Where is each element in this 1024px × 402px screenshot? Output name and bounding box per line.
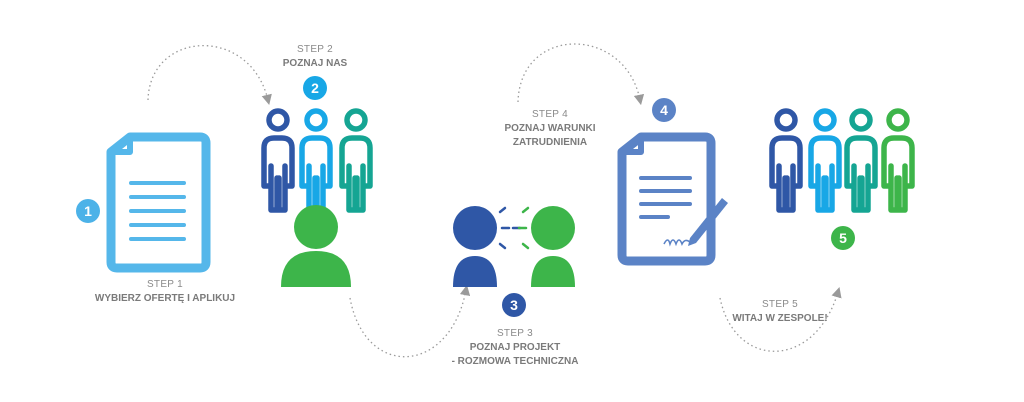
connector-arrows [147,43,842,358]
step-1-label: STEP 1 WYBIERZ OFERTĘ I APLIKUJ [60,278,270,306]
signed-contract-icon [617,132,728,266]
step-5-number-text: STEP 5 [761,299,799,310]
document-icon [106,132,211,273]
team-member-person-icon [261,108,295,213]
signature-scribble [663,239,691,247]
candidate-person-icon [281,205,351,287]
team-member-person-icon [844,108,878,213]
arrow-step3-to-step4 [517,43,645,106]
step-4-title: POZNAJ WARUNKI ZATRUDNIENIA [504,123,596,148]
team-with-candidate-icon [261,108,373,287]
badge-step-4: 4 [652,98,676,122]
badge-number-2: 2 [311,80,319,96]
step-2-label: STEP 2 POZNAJ NAS [255,43,375,71]
step-5-label: STEP 5 WITAJ W ZESPOLE! [705,298,855,326]
step-2-title: POZNAJ NAS [282,58,348,69]
arrow-step1-to-step2 [147,44,272,106]
step-3-title: POZNAJ PROJEKT - ROZMOWA TECHNICZNA [451,342,579,367]
badge-step-2: 2 [303,76,327,100]
step-3-number-text: STEP 3 [496,328,534,339]
team-member-person-icon [339,108,373,213]
step-3-label: STEP 3 POZNAJ PROJEKT - ROZMOWA TECHNICZ… [440,327,590,369]
step-5-title: WITAJ W ZESPOLE! [732,313,828,324]
team-member-person-icon [808,108,842,213]
badge-number-3: 3 [510,297,518,313]
step-4-number-text: STEP 4 [531,109,569,120]
interview-icon [453,206,575,287]
badge-number-4: 4 [660,102,668,118]
badge-number-1: 1 [84,203,92,219]
badge-number-5: 5 [839,230,847,246]
team-member-person-icon [299,108,333,213]
conversation-dashes [498,206,530,250]
step-4-label: STEP 4 POZNAJ WARUNKI ZATRUDNIENIA [475,108,625,150]
pen-icon [688,198,728,246]
step-1-number-text: STEP 1 [146,279,184,290]
interviewer-person-icon [453,206,497,287]
badge-step-1: 1 [76,199,100,223]
step-1-title: WYBIERZ OFERTĘ I APLIKUJ [94,293,236,304]
arrow-step2-to-step3 [349,284,471,358]
badge-step-3: 3 [502,293,526,317]
full-team-icon [769,108,915,213]
badge-step-5: 5 [831,226,855,250]
step-2-number-text: STEP 2 [296,44,334,55]
candidate-person-icon [531,206,575,287]
team-member-person-icon [769,108,803,213]
team-member-person-icon [881,108,915,213]
